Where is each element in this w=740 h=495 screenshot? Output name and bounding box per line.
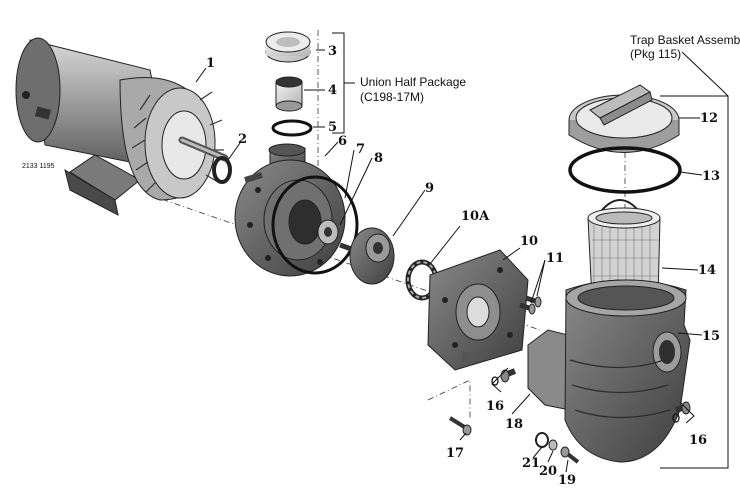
drain-bolt <box>560 446 580 464</box>
strainer-basket <box>587 199 661 301</box>
callout-19: 19 <box>558 473 576 488</box>
callout-10A: 10A <box>461 209 490 224</box>
callout-18: 18 <box>505 417 523 432</box>
union-tail <box>275 76 303 112</box>
callout-15: 15 <box>702 329 720 344</box>
drain-plug-rear <box>672 401 691 423</box>
callout-13: 13 <box>702 169 720 184</box>
union-o-ring <box>271 119 313 137</box>
seal-ring <box>212 156 232 184</box>
lock-washer <box>548 439 558 451</box>
trap-lid <box>568 84 680 153</box>
seal-plate <box>234 143 346 277</box>
callout-1: 1 <box>206 56 215 71</box>
callout-11: 11 <box>546 251 564 266</box>
trap-body <box>527 279 691 463</box>
union-nut <box>265 31 311 63</box>
callout-5: 5 <box>328 120 337 135</box>
callout-17: 17 <box>446 446 464 461</box>
callout-21: 21 <box>522 456 540 471</box>
callout-4: 4 <box>328 83 337 98</box>
callout-16-rear: 16 <box>689 433 707 448</box>
union-package-label: Union Half Package <box>360 75 466 89</box>
lid-o-ring <box>568 146 682 194</box>
trap-assembly-bracket <box>660 51 729 469</box>
leader-lines <box>195 49 703 473</box>
face-plate <box>427 249 529 371</box>
shaft-seal <box>317 219 339 245</box>
callout-3: 3 <box>328 44 337 59</box>
callout-14: 14 <box>698 263 716 278</box>
drawing-code: 2133 1195 <box>22 163 55 170</box>
callout-2: 2 <box>238 132 247 147</box>
motor <box>15 37 229 216</box>
callout-9: 9 <box>425 181 434 196</box>
impeller <box>339 227 395 285</box>
seal-plate-o-ring <box>271 175 359 275</box>
callout-16-front: 16 <box>486 399 504 414</box>
trap-assembly-label: Trap Basket Assembly <box>630 33 740 47</box>
callout-8: 8 <box>374 151 383 166</box>
housing-bolt <box>448 416 472 436</box>
flat-washer <box>535 432 549 448</box>
callout-12: 12 <box>700 111 718 126</box>
callout-10: 10 <box>520 234 538 249</box>
union-package-code: (C198-17M) <box>360 90 424 104</box>
callout-6: 6 <box>338 134 347 149</box>
callout-7: 7 <box>356 142 365 157</box>
trap-assembly-package: (Pkg 115) <box>630 47 681 61</box>
callout-20: 20 <box>539 464 557 479</box>
